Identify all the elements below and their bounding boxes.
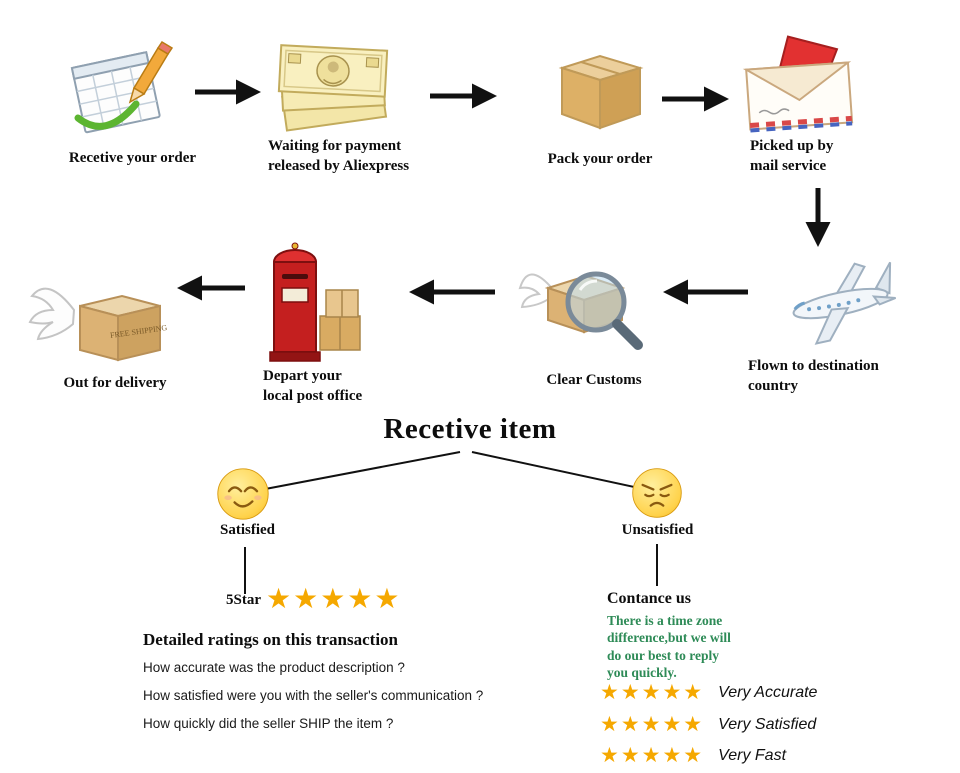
- branch-line-satisfied: [259, 451, 461, 491]
- receive-item-title: Recetive item: [383, 413, 557, 445]
- rating-row-accurate: ★★★★★ Very Accurate: [600, 682, 817, 703]
- airplane-icon: [778, 246, 900, 354]
- step-label-depart-post: Depart your local post office: [263, 368, 363, 404]
- postbox-icon: [262, 234, 370, 362]
- rating-row-fast: ★★★★★ Very Fast: [600, 745, 786, 766]
- branch-line-unsatisfied: [471, 451, 649, 491]
- step-label-flown: Flown to destination country: [748, 358, 879, 394]
- five-star-row: 5Star ★★★★★: [226, 586, 402, 614]
- satisfied-face-icon: [215, 466, 271, 522]
- stars-very-satisfied: ★★★★★: [600, 712, 705, 736]
- rating-question-accuracy: How accurate was the product description…: [143, 660, 405, 675]
- step-label-pack-order: Pack your order: [547, 151, 653, 167]
- label-very-satisfied: Very Satisfied: [718, 715, 817, 733]
- satisfied-label: Satisfied: [219, 522, 275, 538]
- step-label-receive-order: Recetive your order: [68, 150, 197, 166]
- label-very-accurate: Very Accurate: [718, 683, 818, 701]
- step-label-out-delivery: Out for delivery: [63, 375, 167, 391]
- unsatisfied-label: Unsatisfied: [621, 522, 694, 538]
- contact-us-title: Contance us: [607, 590, 692, 607]
- payment-icon: [272, 36, 400, 134]
- delivery-icon: FREE SHIPPING: [28, 270, 173, 366]
- five-star-stars: ★★★★★: [266, 584, 402, 615]
- package-icon: [548, 40, 653, 136]
- stars-very-accurate: ★★★★★: [600, 680, 705, 704]
- stars-very-fast: ★★★★★: [600, 743, 705, 767]
- rating-question-shipping: How quickly did the seller SHIP the item…: [143, 716, 394, 731]
- unsatisfied-face-icon: [630, 466, 684, 520]
- step-label-waiting-payment: Waiting for payment released by Aliexpre…: [268, 138, 410, 174]
- mail-pickup-icon: [742, 34, 860, 136]
- ratings-title: Detailed ratings on this transaction: [143, 630, 398, 649]
- order-icon: [58, 38, 183, 146]
- rating-row-satisfied: ★★★★★ Very Satisfied: [600, 714, 816, 735]
- label-very-fast: Very Fast: [718, 746, 787, 764]
- step-label-customs: Clear Customs: [546, 372, 642, 388]
- rating-question-communication: How satisfied were you with the seller's…: [143, 688, 484, 703]
- timezone-note: There is a time zone difference,but we w…: [607, 613, 731, 680]
- five-star-label: 5Star: [226, 591, 261, 608]
- step-label-picked-up: Picked up by mail service: [750, 138, 834, 174]
- customs-icon: [518, 246, 650, 358]
